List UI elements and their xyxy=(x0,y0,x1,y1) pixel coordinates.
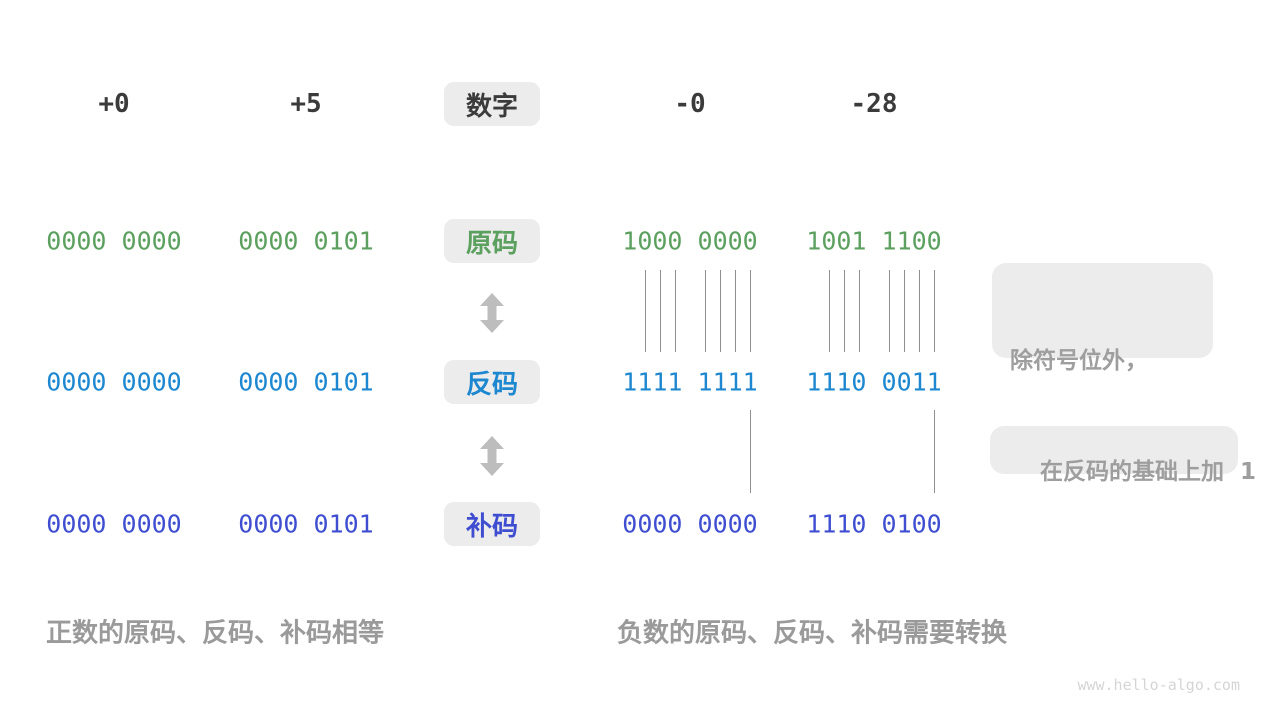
ones-complement-value-minus0: 1111 1111 xyxy=(622,367,758,397)
number-badge: 数字 xyxy=(444,82,540,126)
bit-connector-line xyxy=(719,270,721,352)
negative-caption: 负数的原码、反码、补码需要转换 xyxy=(616,618,1008,649)
invert-note: 除符号位外， 对其余所有位取反 xyxy=(992,263,1213,476)
twos-complement-badge: 补码 xyxy=(444,502,540,546)
watermark: www.hello-algo.com xyxy=(1077,676,1240,694)
twos-complement-value-minus0: 0000 0000 xyxy=(622,509,758,539)
bit-connector-line xyxy=(843,270,845,352)
sign-magnitude-value-plus0: 0000 0000 xyxy=(46,226,182,256)
add-one-note-label: 在反码的基础上加 1 xyxy=(1040,459,1257,485)
bit-connector-line xyxy=(674,270,676,352)
bit-connector-line xyxy=(918,270,920,352)
bit-connector-line xyxy=(933,410,935,493)
ones-complement-value-minus28: 1110 0011 xyxy=(806,367,942,397)
twos-complement-value-minus28: 1110 0100 xyxy=(806,509,942,539)
ones-complement-value-plus5: 0000 0101 xyxy=(238,367,374,397)
bit-connector-line xyxy=(704,270,706,352)
sign-magnitude-badge: 原码 xyxy=(444,219,540,263)
bit-connector-line xyxy=(644,270,646,352)
invert-note-line1: 除符号位外， xyxy=(1010,348,1148,374)
sign-magnitude-badge-label: 原码 xyxy=(465,228,518,259)
twos-complement-badge-label: 补码 xyxy=(465,511,518,542)
bit-connector-line xyxy=(888,270,890,352)
header-label-minus0: -0 xyxy=(674,89,706,119)
sign-magnitude-value-minus28: 1001 1100 xyxy=(806,226,942,256)
updown-arrow-icon xyxy=(480,436,504,476)
bit-connector-line xyxy=(749,410,751,493)
ones-complement-badge-label: 反码 xyxy=(465,369,518,400)
twos-complement-value-plus0: 0000 0000 xyxy=(46,509,182,539)
sign-magnitude-value-plus5: 0000 0101 xyxy=(238,226,374,256)
bit-connector-line xyxy=(933,270,935,352)
twos-complement-value-plus5: 0000 0101 xyxy=(238,509,374,539)
bit-connector-line xyxy=(858,270,860,352)
bit-connector-line xyxy=(734,270,736,352)
ones-complement-value-plus0: 0000 0000 xyxy=(46,367,182,397)
positive-caption: 正数的原码、反码、补码相等 xyxy=(45,618,385,649)
header-label-plus5: +5 xyxy=(290,89,322,119)
sign-magnitude-value-minus0: 1000 0000 xyxy=(622,226,758,256)
bit-connector-line xyxy=(903,270,905,352)
updown-arrow-icon xyxy=(480,293,504,333)
bit-connector-line xyxy=(749,270,751,352)
number-badge-label: 数字 xyxy=(465,91,518,122)
bit-connector-line xyxy=(828,270,830,352)
ones-complement-badge: 反码 xyxy=(444,360,540,404)
bit-connector-line xyxy=(659,270,661,352)
add-one-note: 在反码的基础上加 1 xyxy=(990,426,1256,484)
header-label-minus28: -28 xyxy=(850,89,898,119)
header-label-plus0: +0 xyxy=(98,89,130,119)
